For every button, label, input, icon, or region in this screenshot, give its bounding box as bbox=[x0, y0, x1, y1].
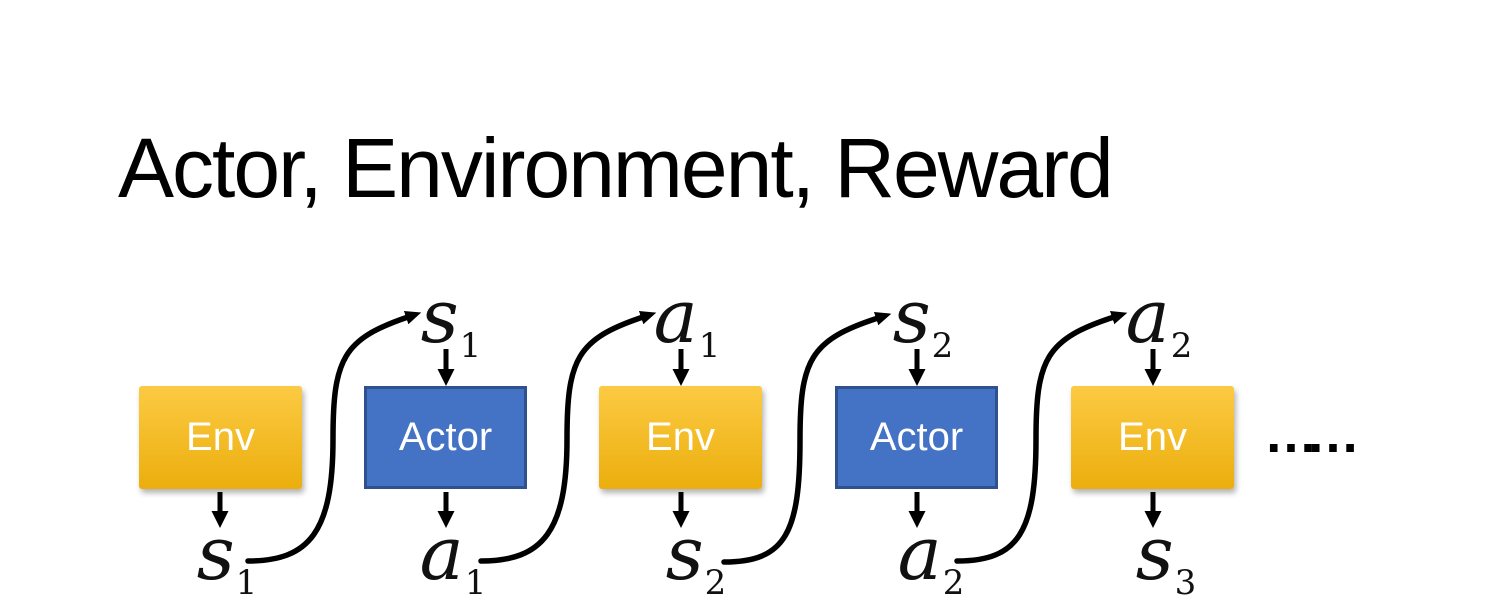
math-letter: s bbox=[420, 274, 459, 361]
state-label-bottom-s2: s2 bbox=[666, 517, 727, 600]
math-letter: a bbox=[897, 511, 942, 598]
env-box: Env bbox=[599, 386, 762, 489]
state-label-top-s1: s1 bbox=[421, 280, 482, 363]
math-subscript: 1 bbox=[459, 326, 482, 367]
env-box: Env bbox=[139, 386, 302, 489]
slide-title: Actor, Environment, Reward bbox=[118, 121, 1114, 215]
action-label-top-a1: a1 bbox=[654, 280, 721, 363]
feedback-curve-arrow bbox=[954, 310, 1128, 564]
math-subscript: 1 bbox=[698, 326, 721, 367]
math-subscript: 2 bbox=[942, 563, 965, 604]
math-letter: a bbox=[653, 274, 698, 361]
actor-box-label: Actor bbox=[869, 415, 964, 459]
action-label-top-a2: a2 bbox=[1126, 280, 1193, 363]
action-label-bottom-a1: a1 bbox=[420, 517, 487, 600]
math-letter: a bbox=[1125, 274, 1170, 361]
math-subscript: 3 bbox=[1174, 563, 1197, 604]
math-letter: s bbox=[892, 274, 931, 361]
actor-box: Actor bbox=[835, 386, 998, 489]
feedback-curve-arrow bbox=[245, 311, 422, 564]
math-letter: s bbox=[1135, 511, 1174, 598]
action-label-bottom-a2: a2 bbox=[898, 517, 965, 600]
state-label-top-s2: s2 bbox=[893, 280, 954, 363]
math-subscript: 1 bbox=[464, 563, 487, 604]
state-label-bottom-s3: s3 bbox=[1136, 517, 1197, 600]
math-subscript: 2 bbox=[931, 326, 954, 367]
actor-box: Actor bbox=[364, 386, 527, 489]
math-subscript: 1 bbox=[235, 563, 258, 604]
state-label-bottom-s1: s1 bbox=[197, 517, 258, 600]
continuation-ellipsis: …… bbox=[1264, 404, 1360, 464]
math-letter: a bbox=[419, 511, 464, 598]
env-box-label: Env bbox=[1118, 415, 1187, 459]
math-letter: s bbox=[665, 511, 704, 598]
feedback-curve-arrow bbox=[478, 310, 657, 564]
env-box-label: Env bbox=[646, 415, 715, 459]
feedback-curve-arrow bbox=[721, 311, 892, 565]
math-subscript: 2 bbox=[704, 563, 727, 604]
env-box: Env bbox=[1071, 386, 1234, 489]
math-subscript: 2 bbox=[1170, 326, 1193, 367]
env-box-label: Env bbox=[186, 415, 255, 459]
actor-box-label: Actor bbox=[398, 415, 493, 459]
math-letter: s bbox=[196, 511, 235, 598]
